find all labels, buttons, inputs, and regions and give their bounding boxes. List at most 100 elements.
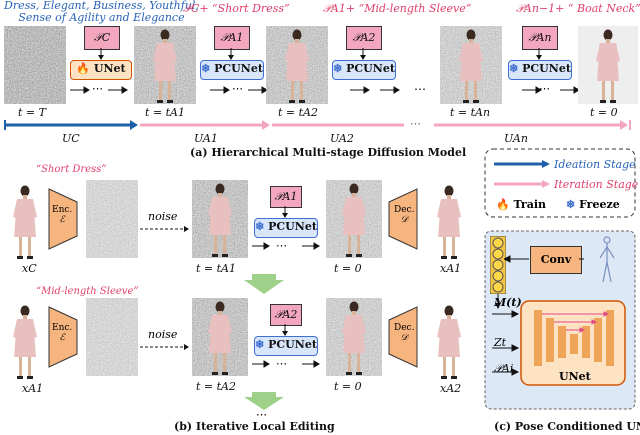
arrow-down-icon — [228, 48, 234, 60]
prompt-1: 𝒫C+ “Short Dress” — [183, 2, 290, 15]
m-t-label: M(t) — [494, 296, 522, 309]
edit-dots-2: ⋯ — [276, 357, 287, 370]
pcunet-label: PCUNet — [268, 338, 317, 351]
input-dress-xc — [8, 180, 42, 260]
dress-image-tA1 — [134, 26, 196, 104]
z-t-label: Zt — [494, 336, 507, 349]
snowflake-icon: ❄ — [255, 220, 265, 233]
edit-pcunet-1: ❄ PCUNet — [254, 218, 318, 238]
noise-arrow-2 — [140, 344, 189, 350]
condition-an-box: 𝒫An — [522, 26, 558, 50]
condition-pc-box: 𝒫C — [84, 26, 120, 50]
edited-dress-1 — [326, 180, 382, 258]
legend-freeze-label: Freeze — [579, 198, 620, 211]
t-a1-label: t = tA1 — [196, 262, 236, 275]
edit-dots-1: ⋯ — [276, 239, 287, 252]
caption-c: (c) Pose Conditioned UNet — [494, 420, 640, 433]
edit-condition-a1-box: 𝒫A1 — [270, 186, 302, 208]
condition-pc-label: 𝒫C — [93, 31, 111, 44]
noisy-dress-1 — [192, 180, 248, 258]
latent-image-1 — [86, 180, 138, 258]
encoder-trapezoid-2 — [48, 306, 78, 368]
pose-skeleton-icon — [599, 236, 615, 283]
encoder-label-2: Enc. ℰ — [52, 323, 72, 343]
dress-image-t0 — [578, 26, 638, 104]
u-label-c: UC — [62, 132, 80, 145]
arrow-down-icon — [282, 206, 288, 218]
u-label-a2: UA2 — [330, 132, 354, 145]
noise-label-1: noise — [148, 210, 178, 223]
encoder-trapezoid-1 — [48, 188, 78, 250]
x-a1-input-label: xA1 — [22, 382, 44, 395]
t-label-tA2: t = tA2 — [278, 106, 318, 119]
arrow-down-icon — [360, 48, 366, 60]
timeline — [4, 120, 631, 130]
noise-image-t-T — [4, 26, 66, 104]
dec-symbol: 𝒟 — [400, 333, 408, 343]
condition-a2-box: 𝒫A2 — [346, 26, 382, 50]
edit-arrows-2 — [252, 360, 320, 368]
dec-text: Dec. — [394, 323, 415, 333]
pose-unet-diagram — [520, 300, 626, 386]
u-label-a1: UA1 — [194, 132, 218, 145]
output-dress-xa2 — [432, 300, 466, 380]
edit-pcunet-2: ❄ PCUNet — [254, 336, 318, 356]
legend-ideation: Ideation Stage — [554, 158, 636, 171]
pcunet-label: PCUNet — [268, 220, 317, 233]
dec-text: Dec. — [394, 205, 415, 215]
noisy-dress-2 — [192, 298, 248, 376]
fire-icon: 🔥 — [496, 198, 510, 211]
dots-gap: ⋯ — [414, 82, 426, 96]
caption-a: (a) Hierarchical Multi-stage Diffusion M… — [190, 146, 467, 159]
pcunet-block-3: ❄ PCUNet — [508, 60, 572, 80]
latent-image-2 — [86, 298, 138, 376]
green-down-arrow-2 — [244, 392, 284, 410]
legend-train: 🔥 Train — [496, 198, 546, 211]
snowflake-icon: ❄ — [201, 62, 211, 75]
arrow-down-icon — [282, 324, 288, 336]
pcunet-label: PCUNet — [522, 62, 571, 75]
edit-dots-bottom: ⋯ — [256, 408, 267, 421]
t-zero-label-2: t = 0 — [334, 380, 362, 393]
output-dress-xa1 — [432, 180, 466, 260]
input-dress-xa1 — [8, 300, 42, 380]
condition-an-label: 𝒫An — [528, 31, 552, 44]
decoder-label-2: Dec. 𝒟 — [394, 323, 414, 343]
edit-arrows-1 — [252, 242, 320, 250]
pcunet-block-1: ❄ PCUNet — [200, 60, 264, 80]
legend-freeze: ❄ Freeze — [566, 198, 620, 211]
edit-condition-a2-box: 𝒫A2 — [270, 304, 302, 326]
pose-arrows — [504, 255, 584, 263]
t-label-0: t = 0 — [590, 106, 618, 119]
enc-text: Enc. — [52, 205, 73, 215]
short-dress-text: “Short Dress” — [36, 164, 107, 175]
t-zero-label-1: t = 0 — [334, 262, 362, 275]
x-a2-label: xA2 — [440, 382, 462, 395]
pcunet-block-2: ❄ PCUNet — [332, 60, 396, 80]
fire-icon: 🔥 — [76, 62, 91, 75]
flow-arrows-top — [70, 86, 580, 94]
dress-image-tA2 — [266, 26, 328, 104]
prompt-3: 𝒫An−1+ “ Boat Neck” — [516, 2, 640, 15]
noise-arrow-1 — [140, 226, 189, 232]
pcunet-label: PCUNet — [346, 62, 395, 75]
description-line-2: Sense of Agility and Elegance — [18, 11, 185, 24]
conv-block: Conv — [530, 246, 582, 274]
x-a1-label: xA1 — [440, 262, 462, 275]
timeline-dots: ⋯ — [410, 117, 421, 130]
t-label-tA1: t = tA1 — [145, 106, 185, 119]
enc-text: Enc. — [52, 323, 73, 333]
condition-a2-label: 𝒫A2 — [352, 31, 376, 44]
x-c-label: xC — [22, 262, 37, 275]
caption-b: (b) Iterative Local Editing — [174, 420, 335, 433]
dress-image-tAn — [440, 26, 502, 104]
legend-iteration: Iteration Stage — [554, 178, 639, 191]
legend-train-label: Train — [513, 198, 547, 211]
unet-block: 🔥 UNet — [70, 60, 132, 80]
pose-feature-column — [490, 236, 506, 294]
decoder-trapezoid-1 — [388, 188, 418, 250]
green-down-arrow-1 — [244, 274, 284, 294]
t-label-tAn: t = tAn — [450, 106, 491, 119]
dec-symbol: 𝒟 — [400, 215, 408, 225]
pose-down-arrow — [495, 294, 501, 309]
